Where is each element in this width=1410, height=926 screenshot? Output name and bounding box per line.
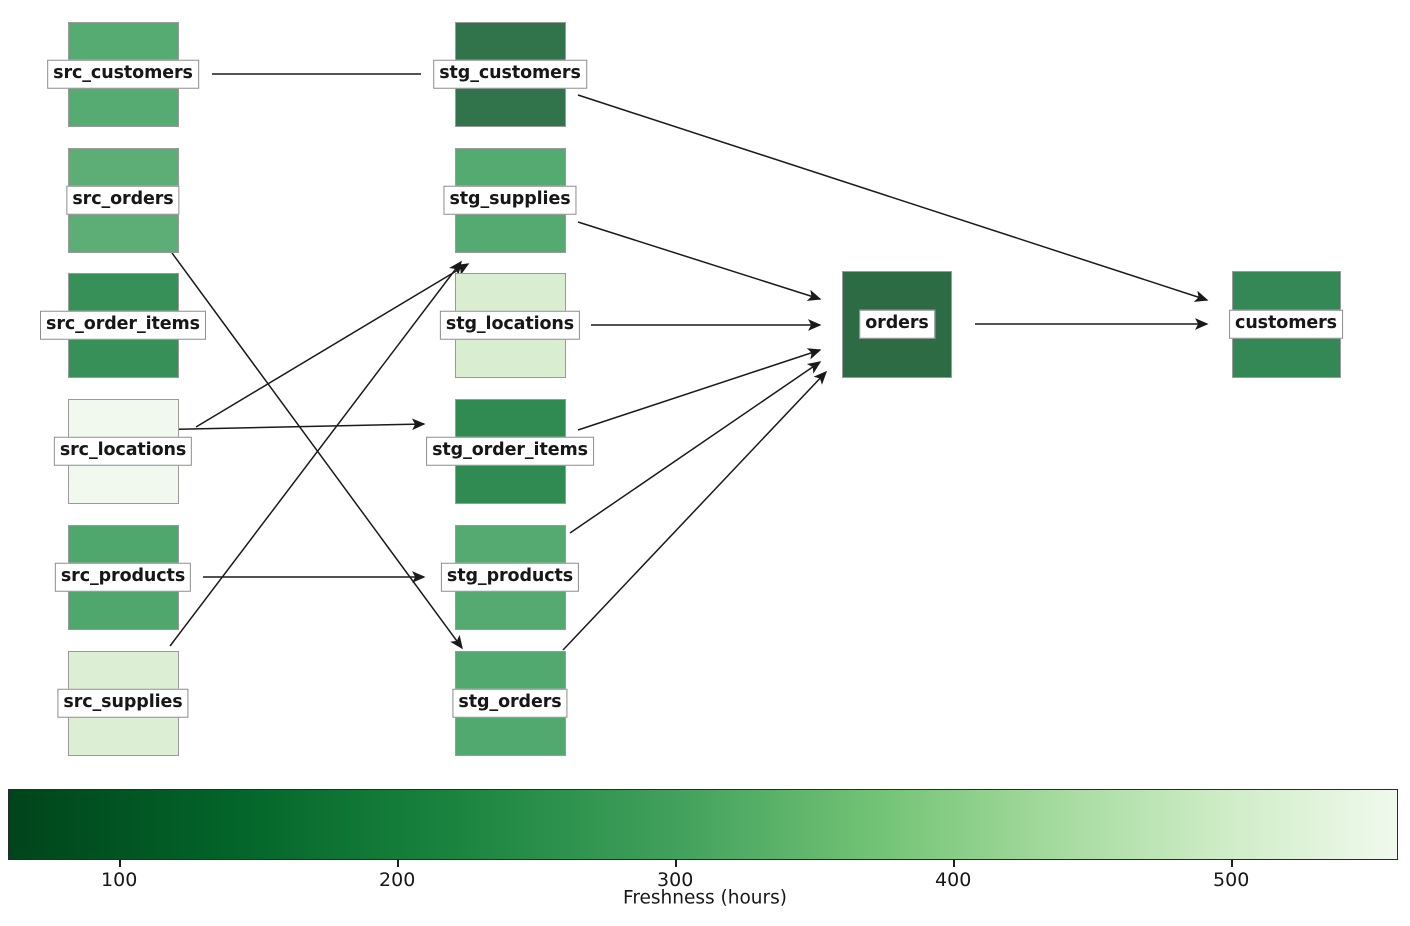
node-label-src_locations[interactable]: src_locations <box>53 436 193 466</box>
node-label-stg_products[interactable]: stg_products <box>440 562 580 592</box>
node-label-src_orders[interactable]: src_orders <box>66 185 180 215</box>
node-label-stg_customers[interactable]: stg_customers <box>433 59 587 89</box>
node-label-stg_orders[interactable]: stg_orders <box>452 688 568 718</box>
edge-src_locations-stg_locations <box>195 263 470 428</box>
edge-stg_products-orders <box>569 361 822 534</box>
node-label-src_products[interactable]: src_products <box>54 562 192 592</box>
freshness-colorbar[interactable]: 100 200 300 400 500 <box>8 789 1398 891</box>
colorbar-tick-200 <box>397 860 399 867</box>
colorbar-tick-100 <box>119 860 121 867</box>
edge-src_orders-stg_orders <box>171 252 463 650</box>
edge-stg_customers-customers <box>577 94 1209 302</box>
colorbar-tick-300 <box>675 860 677 867</box>
node-label-customers[interactable]: customers <box>1229 309 1343 339</box>
colorbar-tick-label-100: 100 <box>101 869 138 891</box>
colorbar-gradient <box>8 789 1398 860</box>
node-label-stg_order_items[interactable]: stg_order_items <box>426 436 594 466</box>
node-label-src_customers[interactable]: src_customers <box>47 59 199 89</box>
colorbar-tick-400 <box>953 860 955 867</box>
node-label-stg_locations[interactable]: stg_locations <box>439 310 581 340</box>
edge-stg_orders-orders <box>562 370 828 651</box>
node-label-orders[interactable]: orders <box>859 309 935 339</box>
colorbar-tick-label-200: 200 <box>379 869 416 891</box>
colorbar-tick-label-300: 300 <box>657 869 694 891</box>
colorbar-tick-label-400: 400 <box>935 869 972 891</box>
node-label-src_order_items[interactable]: src_order_items <box>40 310 206 340</box>
colorbar-tick-500 <box>1231 860 1233 867</box>
node-label-src_supplies[interactable]: src_supplies <box>57 688 189 718</box>
edge-stg_order_items-orders <box>577 348 822 431</box>
edge-src_supplies-stg_supplies <box>169 260 462 647</box>
node-label-stg_supplies[interactable]: stg_supplies <box>443 185 577 215</box>
colorbar-axis-label: Freshness (hours) <box>623 887 787 909</box>
edge-src_order_items-stg_order_items <box>142 418 426 431</box>
edge-stg_supplies-orders <box>577 221 822 301</box>
colorbar-tick-label-500: 500 <box>1213 869 1250 891</box>
